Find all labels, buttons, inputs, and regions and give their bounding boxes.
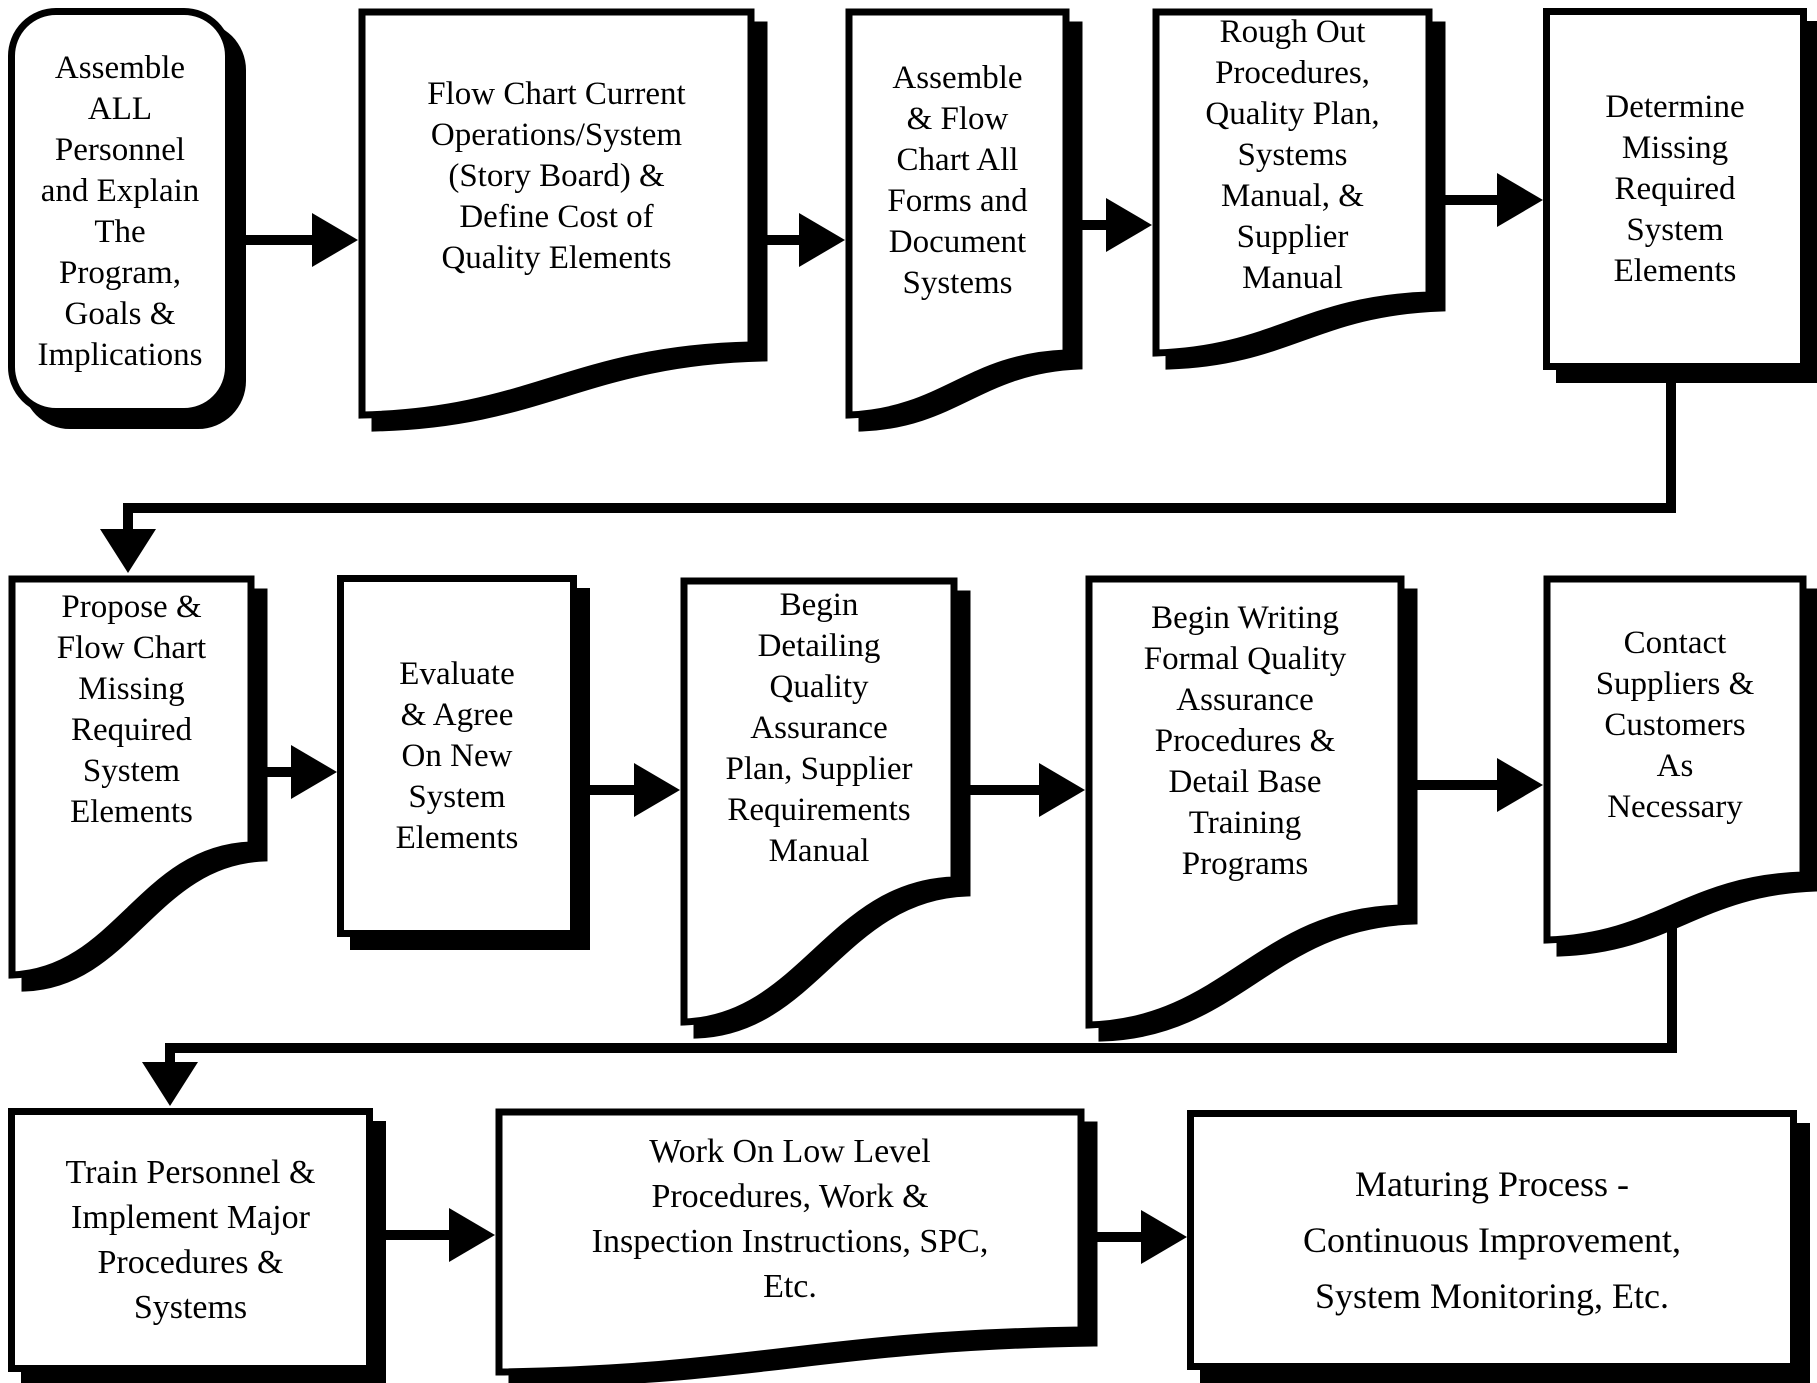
step-train-personnel-implement: Train Personnel & Implement Major Proced… bbox=[8, 1108, 373, 1372]
step-begin-writing-qa-procedures: Begin Writing Formal Quality Assurance P… bbox=[1085, 575, 1418, 1042]
step-rough-out-procedures: Rough Out Procedures, Quality Plan, Syst… bbox=[1152, 8, 1446, 370]
step-label: Maturing Process - Continuous Improvemen… bbox=[1303, 1164, 1681, 1316]
step-label: Contact Suppliers & Customers As Necessa… bbox=[1595, 624, 1755, 825]
document-shape bbox=[358, 8, 768, 432]
step-label: Propose & Flow Chart Missing Required Sy… bbox=[56, 589, 207, 830]
step-evaluate-agree-new-elements: Evaluate & Agree On New System Elements bbox=[337, 575, 577, 937]
step-assemble-flowchart-forms: Assemble & Flow Chart All Forms and Docu… bbox=[845, 8, 1083, 432]
step-label: Train Personnel & Implement Major Proced… bbox=[65, 1154, 316, 1326]
step-flowchart-current-operations: Flow Chart Current Operations/System (St… bbox=[358, 8, 768, 432]
arrow-b1-b2 bbox=[232, 213, 358, 267]
arrow-c2-c3 bbox=[577, 763, 680, 817]
step-label: Begin Writing Formal Quality Assurance P… bbox=[1143, 600, 1347, 882]
step-propose-flowchart-missing-elements: Propose & Flow Chart Missing Required Sy… bbox=[8, 575, 268, 992]
step-assemble-personnel: Assemble ALL Personnel and Explain The P… bbox=[8, 8, 232, 415]
step-work-low-level-procedures: Work On Low Level Procedures, Work & Ins… bbox=[495, 1108, 1098, 1383]
step-label: Begin Detailing Quality Assurance Plan, … bbox=[725, 587, 913, 869]
step-label: Work On Low Level Procedures, Work & Ins… bbox=[591, 1133, 989, 1305]
step-label: Rough Out Procedures, Quality Plan, Syst… bbox=[1205, 14, 1380, 296]
document-shape bbox=[1543, 575, 1817, 957]
document-shape bbox=[1085, 575, 1418, 1042]
document-shape bbox=[680, 577, 971, 1039]
step-label: Assemble & Flow Chart All Forms and Docu… bbox=[887, 59, 1028, 301]
document-shape bbox=[495, 1108, 1098, 1383]
document-shape bbox=[1152, 8, 1446, 370]
step-label: Evaluate & Agree On New System Elements bbox=[395, 655, 519, 856]
step-determine-missing-elements: Determine Missing Required System Elemen… bbox=[1543, 8, 1807, 370]
document-shape bbox=[845, 8, 1083, 432]
step-label: Determine Missing Required System Elemen… bbox=[1605, 88, 1745, 289]
step-maturing-process: Maturing Process - Continuous Improvemen… bbox=[1187, 1110, 1797, 1370]
step-contact-suppliers-customers: Contact Suppliers & Customers As Necessa… bbox=[1543, 575, 1817, 957]
step-begin-detailing-qa-plan: Begin Detailing Quality Assurance Plan, … bbox=[680, 577, 971, 1039]
document-shape bbox=[8, 575, 268, 992]
arrow-c4-c5 bbox=[1405, 758, 1543, 812]
arrow-d1-d2 bbox=[373, 1208, 495, 1262]
step-label: Assemble ALL Personnel and Explain The P… bbox=[37, 49, 203, 373]
step-label: Flow Chart Current Operations/System (St… bbox=[427, 76, 686, 276]
